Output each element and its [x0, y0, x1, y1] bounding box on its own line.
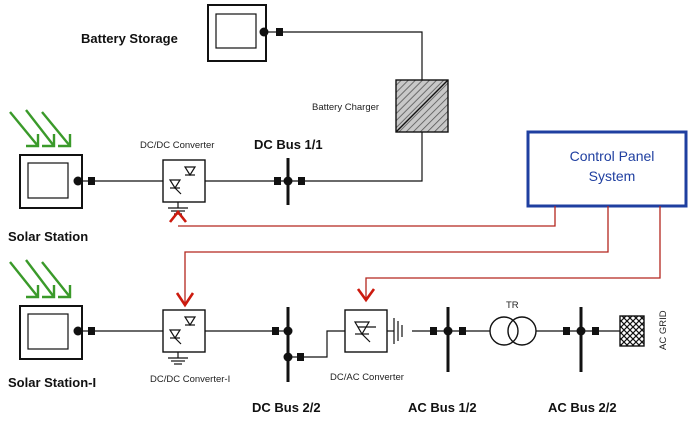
dcac-converter — [344, 309, 403, 353]
dc-bus-1 — [274, 158, 305, 205]
transformer — [489, 316, 537, 346]
charger-to-dcbus-wire — [298, 132, 423, 182]
solar-station-1-label: Solar Station-I — [8, 375, 96, 390]
transformer-label: TR — [506, 300, 519, 311]
ac-bus-1-label: AC Bus 1/2 — [408, 400, 477, 415]
ac-bus-2 — [563, 307, 599, 372]
battery-wire — [283, 31, 423, 80]
ac-bus-1 — [430, 307, 466, 372]
dcdc-converter-label: DC/DC Converter — [140, 140, 214, 151]
dcac-converter-label: DC/AC Converter — [330, 372, 404, 383]
control-signal-lines — [178, 206, 661, 305]
solar-station-bottom — [19, 305, 95, 360]
control-arrowheads — [168, 209, 376, 308]
sunlight-arrows-bottom — [9, 259, 72, 299]
dc-bus-1-label: DC Bus 1/1 — [254, 137, 323, 152]
dcdc-converter-bottom — [162, 309, 206, 365]
control-panel-subtitle: System — [589, 168, 636, 184]
battery-storage-label: Battery Storage — [81, 31, 178, 46]
sunlight-arrows-top — [9, 109, 72, 148]
battery-storage — [207, 4, 283, 62]
solar-station-label: Solar Station — [8, 229, 88, 244]
dc-bus-2-label: DC Bus 2/2 — [252, 400, 321, 415]
dcdc-converter-1-label: DC/DC Converter-I — [150, 374, 230, 385]
ac-grid-label: AC GRID — [658, 310, 669, 350]
battery-charger — [395, 79, 449, 133]
dc-bus-2 — [272, 307, 304, 382]
ac-bus-2-label: AC Bus 2/2 — [548, 400, 617, 415]
ac-grid — [619, 315, 645, 347]
dcdc-converter-top — [162, 159, 206, 215]
solar-station-top — [19, 154, 95, 209]
battery-charger-label: Battery Charger — [312, 102, 379, 113]
control-panel-title: Control Panel — [570, 148, 655, 164]
control-panel-system: Control Panel System — [526, 130, 688, 208]
